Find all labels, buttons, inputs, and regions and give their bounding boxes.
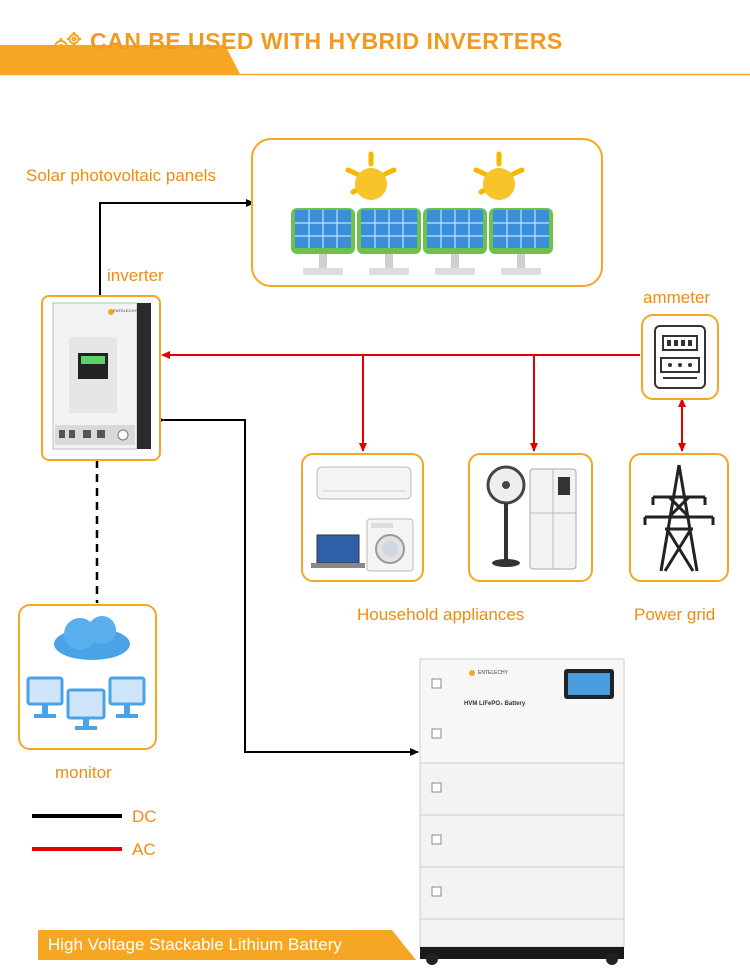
sun-icon [473,151,525,200]
cloud-icon [54,616,130,660]
solar-panel-icon [423,208,487,275]
inverter-brand: ENTELECHY [113,308,138,313]
solar-panel-icon [489,208,553,275]
solar-panel-icon [357,208,421,275]
sun-icon [345,151,397,200]
page-title: CAN BE USED WITH HYBRID INVERTERS [90,28,563,54]
appliances-box-2 [468,453,593,582]
inverter-box: ENTELECHY [41,295,161,461]
battery-model: HVM LiFePO₄ Battery [464,701,526,707]
battery-brand: ENTELECHY [478,670,509,676]
legend-lines [32,814,122,851]
legend-ac-label: AC [132,840,156,859]
footer-banner [38,930,416,960]
ac-washer-laptop-illustration [311,466,414,572]
battery-stack: ENTELECHY HVM LiFePO₄ Battery [418,657,628,967]
solar-panel-icon [291,208,355,275]
laptop-icon [311,534,365,568]
monitor-box [18,604,157,750]
gears-icon [52,32,81,56]
monitor-label: monitor [55,763,112,782]
air-conditioner-icon [316,466,412,500]
inverter-illustration [52,302,151,450]
fan-icon [486,465,526,567]
dc-line-battery [156,416,419,756]
dc-line-solar [96,199,255,305]
refrigerator-icon [529,468,577,570]
grid-label: Power grid [634,605,716,624]
legend-dc-label: DC [132,807,157,826]
fan-fridge-illustration [486,465,577,570]
power-tower-icon [643,464,715,572]
computer-monitor-icon [26,676,146,720]
solar-panels-illustration [291,151,553,275]
ammeter-label: ammeter [643,288,711,307]
washing-machine-icon [366,518,414,572]
ammeter-box [641,314,719,400]
power-grid-box [629,453,729,582]
inverter-label: inverter [107,266,164,285]
battery-illustration [419,658,625,965]
footer-label: High Voltage Stackable Lithium Battery [48,935,342,954]
solar-label: Solar photovoltaic panels [26,166,216,185]
appliances-box-1 [301,453,424,582]
solar-panels-box [251,138,603,287]
ammeter-icon [654,325,706,389]
cloud-monitors-illustration [26,616,146,730]
household-label: Household appliances [357,605,525,624]
